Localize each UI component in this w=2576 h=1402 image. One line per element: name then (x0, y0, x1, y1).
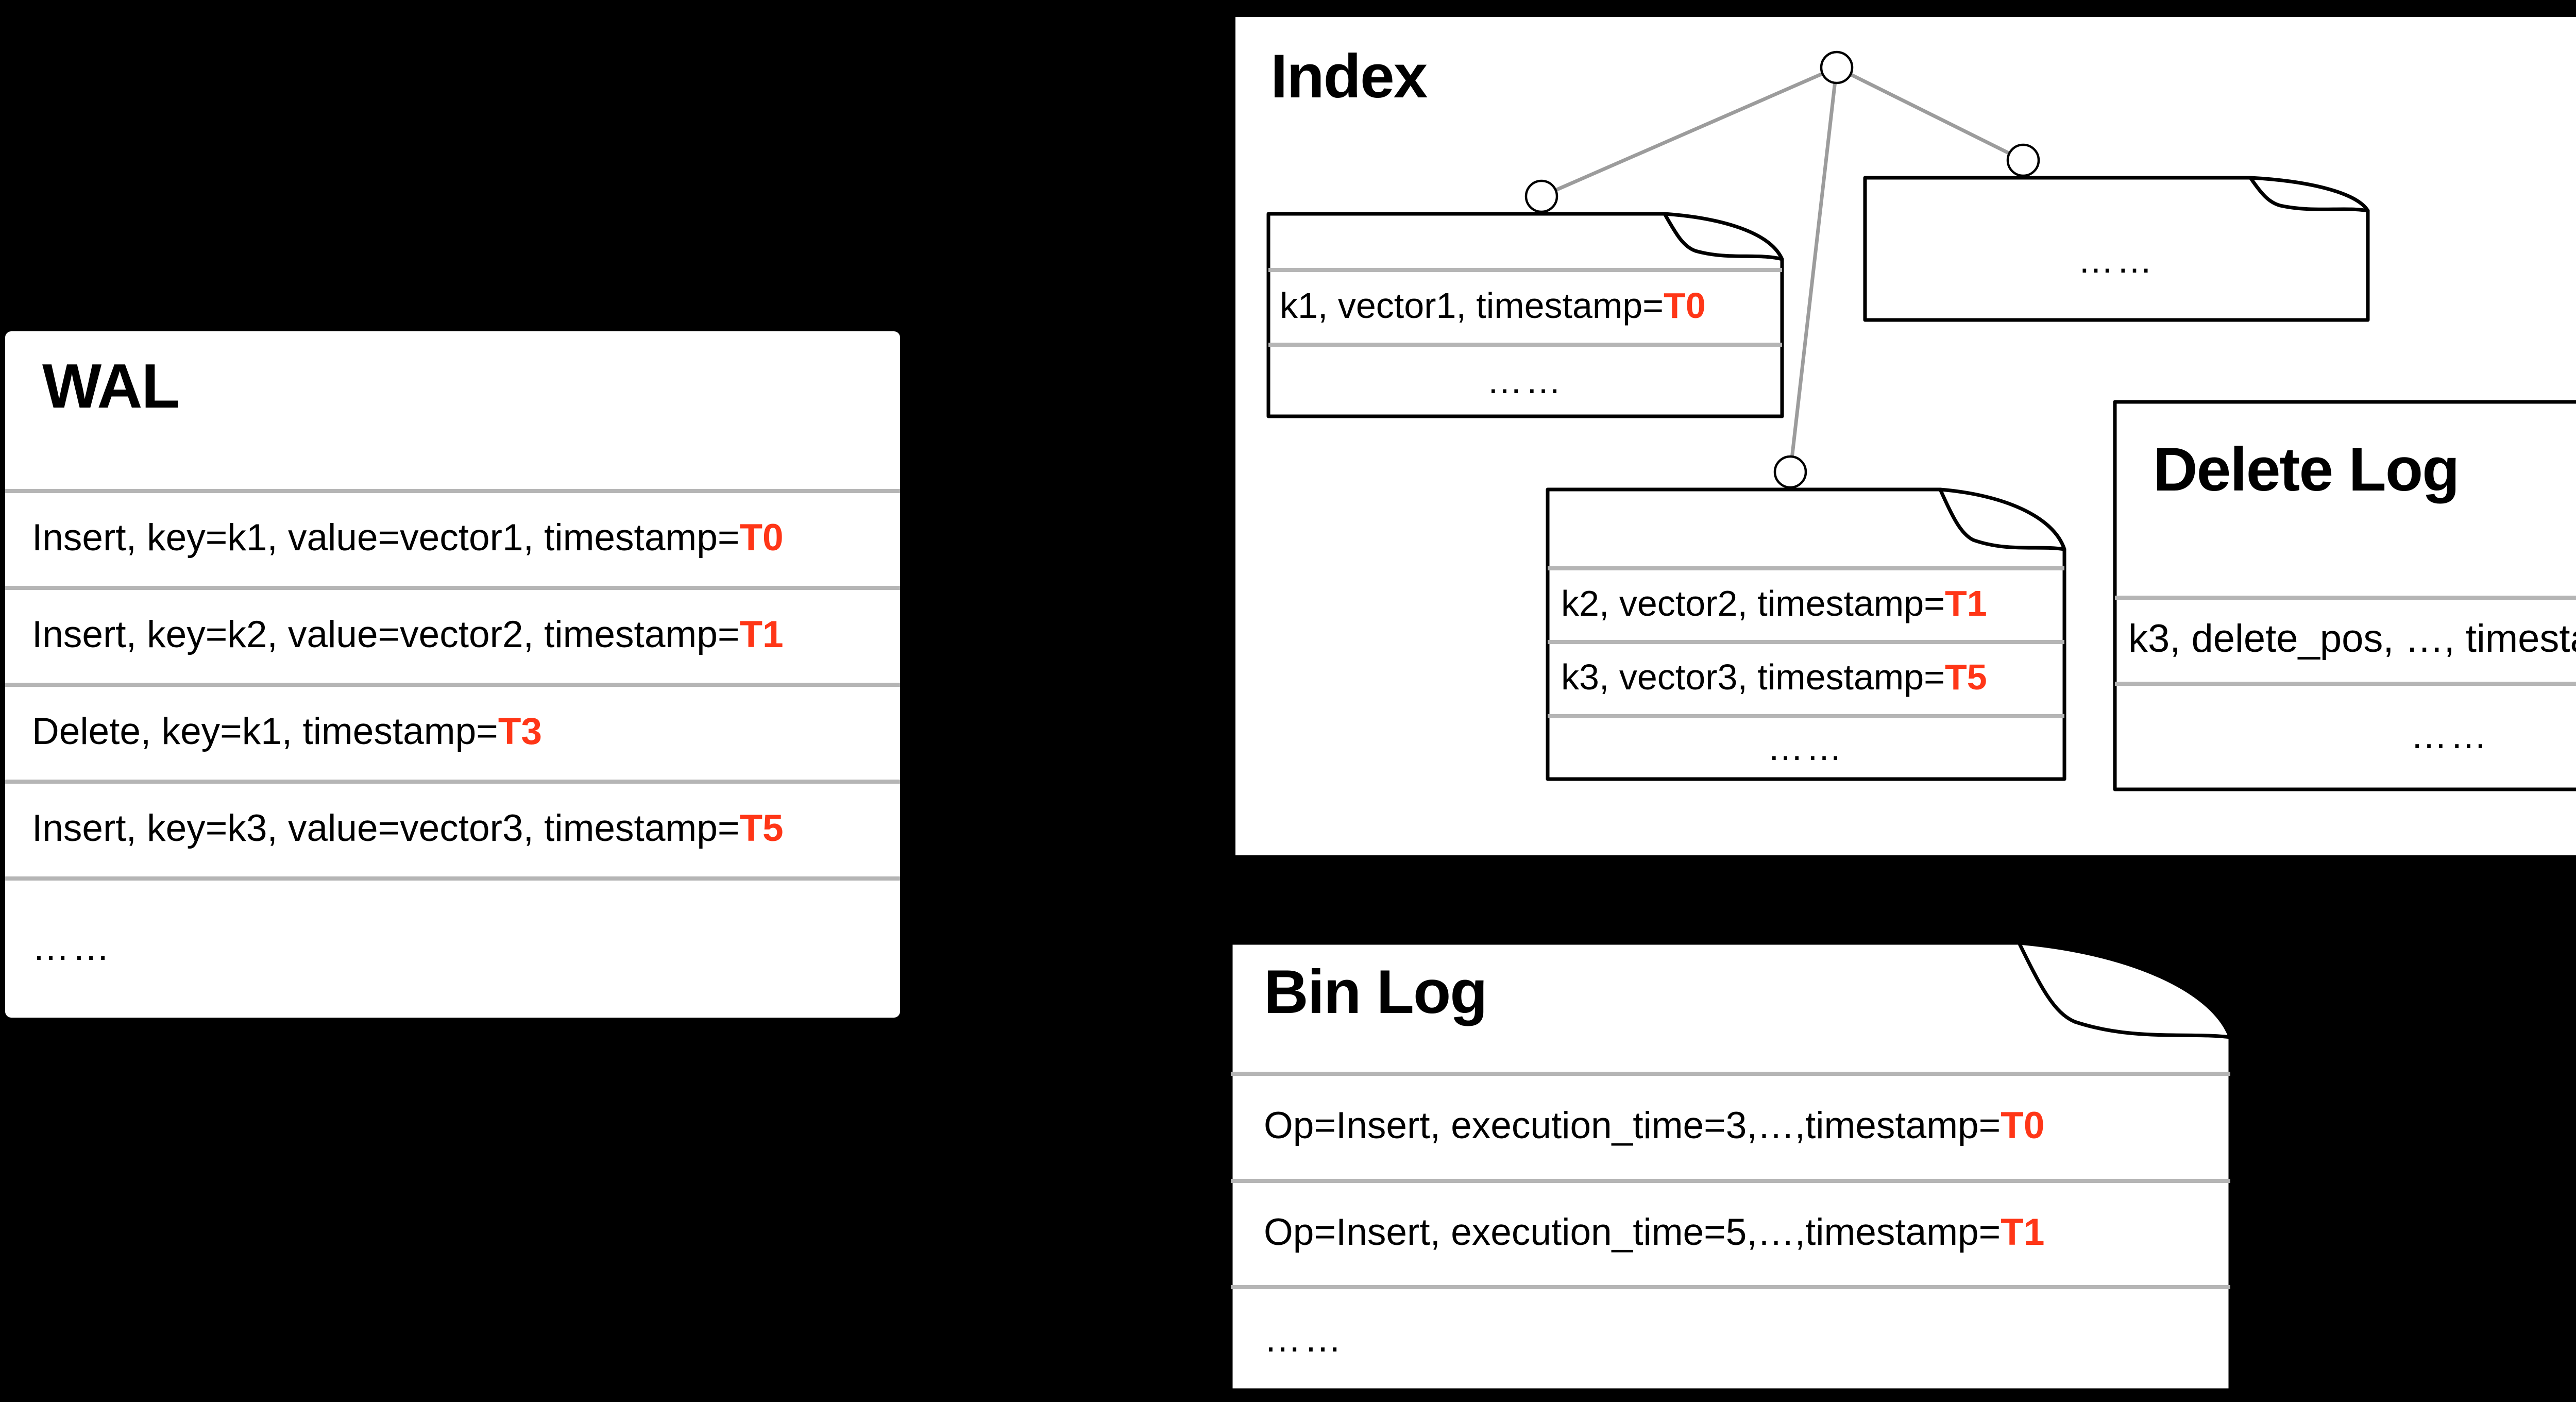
page-shape (1229, 941, 2232, 1392)
wal-title: WAL (42, 351, 180, 421)
index-segment-left: k1, vector1, timestamp=T0 …… (1266, 212, 1784, 418)
wal-row-text: Delete, key=k1, timestamp= (32, 710, 498, 752)
timestamp-value: T0 (739, 516, 784, 559)
ellipsis-text: …… (2410, 715, 2490, 756)
segment-ellipsis-row: …… (1266, 343, 1784, 418)
separator (1231, 1072, 2230, 1076)
page-shape (1546, 487, 2066, 781)
separator (2115, 596, 2576, 600)
wal-row-text: Insert, key=k3, value=vector3, timestamp… (32, 807, 740, 849)
page-outline (1863, 176, 2370, 322)
wal-box: WAL Insert, key=k1, value=vector1, times… (5, 331, 900, 1018)
index-segment-right: …… (1863, 176, 2370, 322)
page-outline (1266, 212, 1784, 418)
separator (1548, 640, 2064, 644)
wal-row: Insert, key=k1, value=vector1, timestamp… (5, 489, 900, 586)
segment-row: k2, vector2, timestamp=T1 (1546, 566, 2066, 640)
separator (5, 876, 900, 881)
separator (1548, 566, 2064, 570)
bin-log: Bin Log Op=Insert, execution_time=3,…,ti… (1229, 941, 2232, 1392)
page-shape (1863, 176, 2370, 322)
wal-row: Insert, key=k3, value=vector3, timestamp… (5, 780, 900, 876)
page-outline (1546, 487, 2066, 781)
separator (1231, 1179, 2230, 1183)
segment-row-text: k3, vector3, timestamp= (1561, 657, 1945, 697)
segment-row: k3, vector3, timestamp=T5 (1546, 640, 2066, 714)
timestamp-value: T0 (2001, 1104, 2045, 1146)
timestamp-value: T0 (1664, 285, 1706, 326)
timestamp-value: T5 (739, 807, 784, 849)
page-fold-icon (1663, 212, 1784, 261)
segment-row: k1, vector1, timestamp=T0 (1266, 268, 1784, 343)
separator (2115, 682, 2576, 686)
ellipsis-text: …… (32, 926, 112, 968)
bin-log-row-text: Op=Insert, execution_time=5,…,timestamp= (1264, 1211, 2001, 1253)
segment-ellipsis-row: …… (1546, 714, 2066, 781)
timestamp-value: T1 (1945, 583, 1987, 623)
page-fold-icon (2017, 941, 2232, 1039)
ellipsis-text: …… (1486, 360, 1564, 401)
segment-row-text: k1, vector1, timestamp= (1280, 285, 1664, 326)
index-segment-mid: k2, vector2, timestamp=T1 k3, vector3, t… (1546, 487, 2066, 781)
timestamp-value: T1 (739, 613, 784, 655)
ellipsis-text: …… (1767, 728, 1845, 768)
timestamp-value: T3 (498, 710, 543, 752)
index-title: Index (1270, 42, 1428, 111)
bin-log-row-text: Op=Insert, execution_time=3,…,timestamp= (1264, 1104, 2001, 1146)
page-fold-icon (1938, 487, 2066, 551)
separator (5, 780, 900, 784)
page-outline (1229, 941, 2232, 1392)
page-shape (1266, 212, 1784, 418)
page-fold-icon (2248, 176, 2370, 213)
ellipsis-text: …… (1264, 1317, 1344, 1360)
delete-log: Delete Log k3, delete_pos, …, timestamp=… (2113, 400, 2576, 791)
separator (1548, 714, 2064, 718)
delete-log-ellipsis-row: …… (2113, 682, 2576, 789)
delete-log-row-text: k3, delete_pos, …, timestamp= (2128, 617, 2576, 661)
wal-ellipsis-row: …… (5, 876, 900, 1018)
separator (1268, 343, 1782, 347)
wal-row: Insert, key=k2, value=vector2, timestamp… (5, 586, 900, 683)
wal-row: Delete, key=k1, timestamp=T3 (5, 683, 900, 780)
delete-log-title: Delete Log (2153, 435, 2460, 504)
delete-log-row: k3, delete_pos, …, timestamp=T3 (2113, 596, 2576, 682)
wal-row-text: Insert, key=k2, value=vector2, timestamp… (32, 613, 740, 655)
segment-ellipsis-row: …… (1863, 176, 2370, 322)
separator (5, 489, 900, 493)
separator (5, 683, 900, 687)
timestamp-value: T1 (2001, 1211, 2045, 1253)
ellipsis-text: …… (2078, 240, 2155, 280)
segment-row-text: k2, vector2, timestamp= (1561, 583, 1945, 623)
timestamp-value: T5 (1945, 657, 1987, 697)
bin-log-row: Op=Insert, execution_time=3,…,timestamp=… (1229, 1072, 2232, 1179)
separator (1231, 1285, 2230, 1289)
separator (1268, 268, 1782, 272)
separator (5, 586, 900, 590)
bin-log-ellipsis-row: …… (1229, 1285, 2232, 1392)
wal-row-text: Insert, key=k1, value=vector1, timestamp… (32, 516, 740, 559)
bin-log-title: Bin Log (1264, 957, 1488, 1026)
bin-log-row: Op=Insert, execution_time=5,…,timestamp=… (1229, 1179, 2232, 1285)
